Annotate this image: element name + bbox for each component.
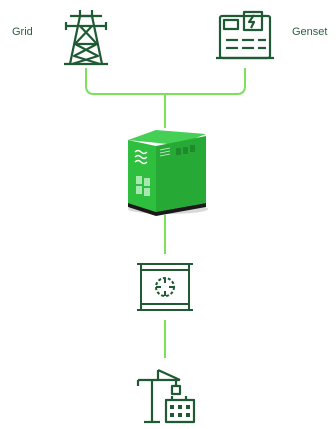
genset-label: Genset (292, 26, 328, 38)
construction-site-icon (136, 368, 196, 424)
connector-lines (85, 68, 246, 358)
grid-label: Grid (12, 26, 33, 38)
generator-icon (216, 10, 274, 60)
power-tower-icon (64, 10, 108, 66)
top-connector (85, 68, 246, 95)
power-converter-icon (137, 263, 193, 311)
battery-storage-unit-icon (128, 130, 208, 216)
